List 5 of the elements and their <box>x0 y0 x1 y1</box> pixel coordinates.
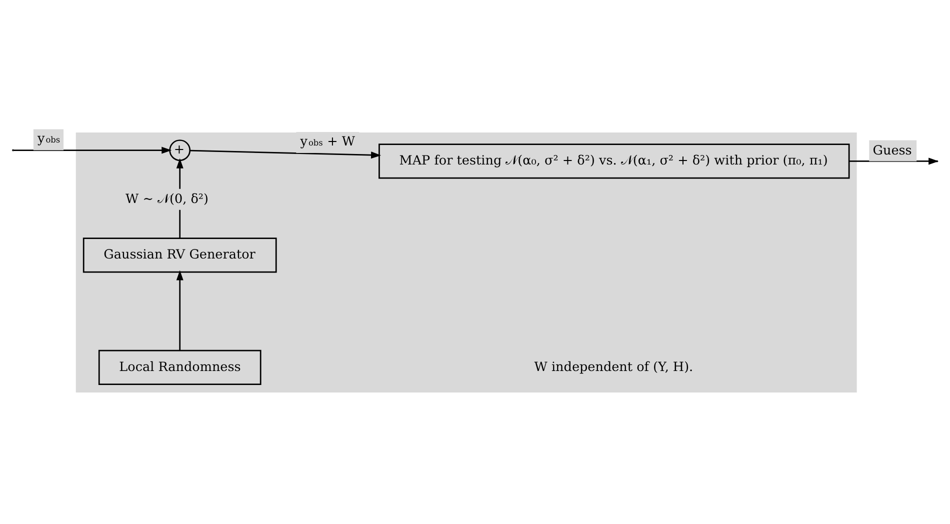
edge-label: Guess <box>872 143 912 158</box>
edge-label: yobs + W <box>300 134 356 149</box>
edge-label: yobs <box>38 131 60 146</box>
label: W independent of (Y, H). <box>534 359 694 374</box>
edge-label: W ∼ 𝒩(0, δ²) <box>126 192 209 207</box>
